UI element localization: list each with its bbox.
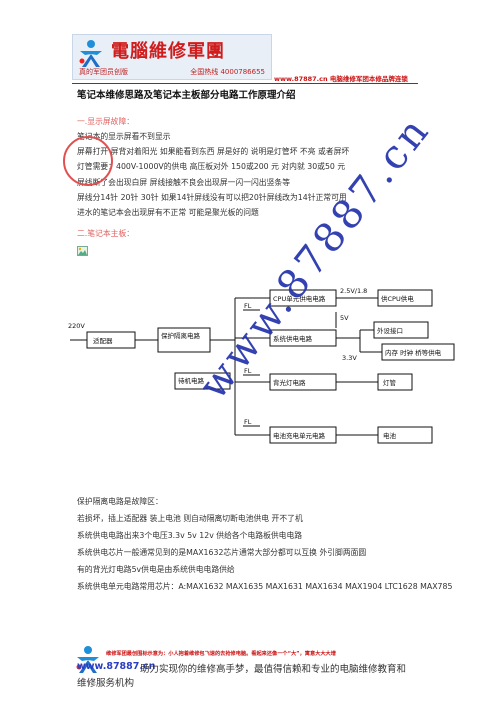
logo-icon xyxy=(79,40,102,67)
header-banner: 電腦維修軍團 真的军团员创版 全国热线 4000786655 xyxy=(72,34,272,80)
header-link[interactable]: www.87887.cn 电脑维修军团本修品牌连锁 xyxy=(274,75,408,83)
label-fl: FL xyxy=(244,367,252,375)
logo-subtitle: 真的军团员创版 xyxy=(79,68,128,76)
label-3v3: 3.3V xyxy=(342,354,357,362)
block-battery: 电池 xyxy=(383,431,397,440)
logo-phone: 全国热线 4000786655 xyxy=(190,68,265,76)
block-cpu-power: CPU单元供电电路 xyxy=(273,294,326,303)
paragraph-line: 有的背光灯电路5v供电是由系统供电电路供给 xyxy=(77,565,235,574)
section-heading-2: 二.笔记本主板： xyxy=(77,229,135,238)
paragraph-line: 保护隔离电路是故障区： xyxy=(77,497,163,506)
label-5v: 5V xyxy=(340,314,349,322)
block-adapter: 适配器 xyxy=(93,336,113,345)
block-system-power: 系统供电电路 xyxy=(273,334,313,343)
header-divider xyxy=(72,83,418,84)
label-fl: FL xyxy=(244,418,252,426)
footer-slogan: 助力实现你的维修高手梦，最值得信赖和专业的电脑维修教育和 xyxy=(140,664,407,675)
label-2v5: 2.5V/1.8 xyxy=(340,287,367,295)
label-220v: 220V xyxy=(68,322,85,330)
footer-url-link[interactable]: www.87887.cn xyxy=(77,661,156,672)
footer-note: 维修军团最创围标示意为：小人抱着维修包飞速的去抢修电脑。看起来还像一个“大”，寓… xyxy=(106,651,336,657)
document-title: 笔记本维修思路及笔记本主板部分电路工作原理介绍 xyxy=(77,90,296,101)
paragraph-line: 系统供电芯片一般通常见到的是MAX1632芯片通常大部分都可以互换 外引脚两面圆 xyxy=(77,548,367,557)
footer-logo-icon xyxy=(76,646,99,673)
block-backlight: 背光灯电路 xyxy=(273,378,306,387)
paragraph-line: 系统供电电路出来3个电压3.3v 5v 12v 供给各个电路板供电电路 xyxy=(77,531,303,540)
circuit-block-diagram: 220V 适配器 保护隔离电路 待机电路 CPU单元供电电路 系统供电电路 背光… xyxy=(68,287,455,444)
section-heading-1: 一.显示屏故障： xyxy=(77,117,135,126)
paragraph-line: 灯管需要：400V-1000V的供电 高压板对外 150或200 元 对内就 3… xyxy=(77,162,346,171)
block-lamp: 灯管 xyxy=(383,378,397,387)
block-battery-charge: 电池充电单元电路 xyxy=(273,431,326,440)
paragraph-line: 系统供电单元电路常用芯片：A:MAX1632 MAX1635 MAX1631 M… xyxy=(77,582,453,591)
red-circle-stamp xyxy=(63,136,113,186)
paragraph-line: 进水的笔记本会出现屏有不正常 可能是聚光板的问题 xyxy=(77,208,259,217)
paragraph-line: 屏幕打开 屏背对着阳光 如果能看到东西 屏是好的 说明是灯管坏 不亮 或者屏坏 xyxy=(77,147,350,156)
paragraph-line: 若损坏，插上适配器 装上电池 则自动隔离切断电池供电 开不了机 xyxy=(77,514,303,523)
block-protect-isolation: 保护隔离电路 xyxy=(161,331,201,340)
block-memory-clock: 内存 时钟 桥等供电 xyxy=(385,348,442,357)
block-cpu-output: 供CPU供电 xyxy=(381,294,414,303)
paragraph-line: 屏线分14针 20针 30针 如果14针屏线没有可以把20针屏线改为14针正常可… xyxy=(77,193,347,202)
block-ext-port: 外设接口 xyxy=(377,326,403,335)
logo-title: 電腦維修軍團 xyxy=(111,41,225,62)
block-standby: 待机电路 xyxy=(178,376,205,385)
label-fl: FL xyxy=(244,302,252,310)
paragraph-line: 笔记本的显示屏看不到显示 xyxy=(77,132,171,141)
paragraph-line: 屏线断了会出现白屏 屏线接触不良会出现屏一闪一闪出竖条等 xyxy=(77,178,290,187)
footer-slogan-cont: 维修服务机构 xyxy=(77,678,135,689)
image-placeholder-icon xyxy=(77,246,88,256)
